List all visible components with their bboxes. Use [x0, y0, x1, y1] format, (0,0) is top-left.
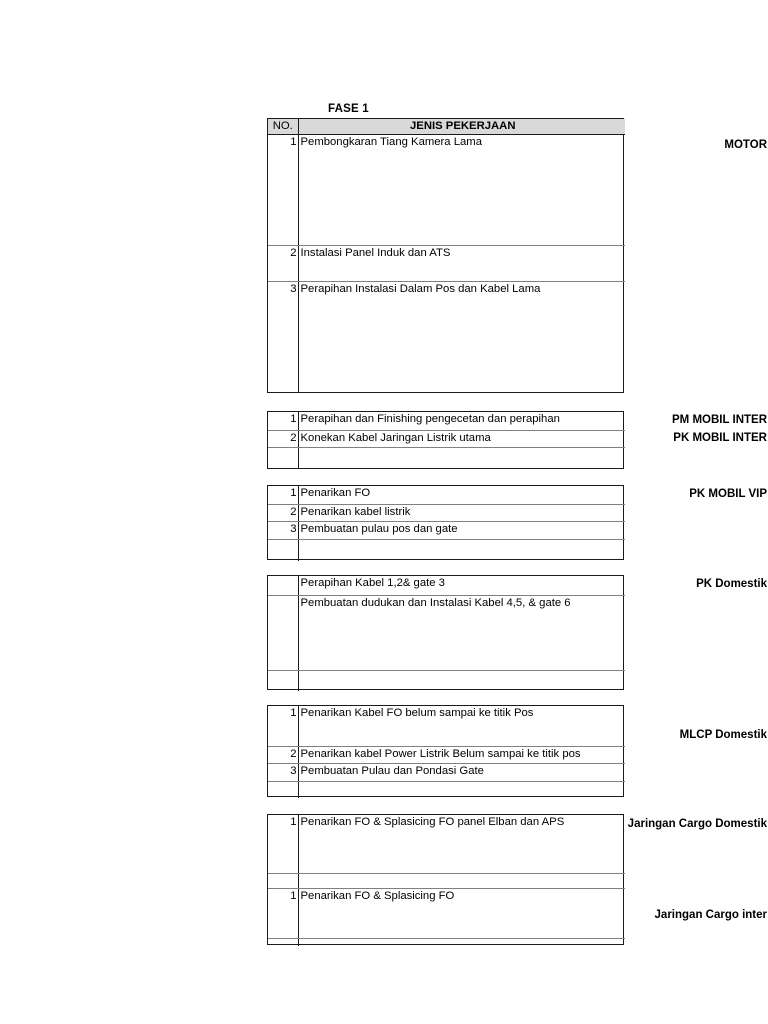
row-job — [297, 669, 625, 691]
row-number: 2 — [268, 745, 299, 764]
table-row[interactable]: 1 Penarikan FO — [268, 486, 625, 505]
row-number — [268, 780, 299, 798]
row-number: 1 — [268, 134, 299, 246]
row-job: Penarikan Kabel FO belum sampai ke titik… — [297, 706, 625, 747]
section-table-pk-mobil-vip: 1 Penarikan FO 2 Penarikan kabel listrik… — [267, 485, 625, 561]
row-job: Pembuatan dudukan dan Instalasi Kabel 4,… — [297, 594, 625, 671]
section-label-jaringan-cargo-domestik: Jaringan Cargo Domestik — [627, 818, 767, 830]
row-job: Penarikan kabel listrik — [297, 503, 625, 522]
table-row[interactable]: 2 Konekan Kabel Jaringan Listrik utama — [268, 429, 625, 448]
header-job: JENIS PEKERJAAN — [297, 119, 625, 135]
section-label-mlcp-domestik: MLCP Domestik — [679, 729, 767, 741]
row-job: Penarikan FO & Splasicing FO — [297, 887, 625, 939]
table-row[interactable]: 1 Penarikan FO & Splasicing FO — [268, 887, 625, 939]
row-job: Penarikan kabel Power Listrik Belum samp… — [297, 745, 625, 764]
row-job — [297, 937, 625, 946]
table-row[interactable] — [268, 780, 625, 798]
row-number: 1 — [268, 815, 299, 874]
row-number: 1 — [268, 486, 299, 505]
table-row[interactable]: Pembuatan dudukan dan Instalasi Kabel 4,… — [268, 594, 625, 671]
table-row[interactable]: 1 Pembongkaran Tiang Kamera Lama — [268, 134, 625, 246]
row-job: Konekan Kabel Jaringan Listrik utama — [297, 429, 625, 448]
row-number — [268, 594, 299, 671]
row-number: 2 — [268, 245, 299, 282]
table-row[interactable]: 2 Penarikan kabel listrik — [268, 503, 625, 522]
table-row[interactable] — [268, 669, 625, 691]
row-job: Pembongkaran Tiang Kamera Lama — [297, 134, 625, 246]
row-number: 2 — [268, 429, 299, 448]
table-row[interactable]: 3 Perapihan Instalasi Dalam Pos dan Kabe… — [268, 281, 625, 393]
table-row[interactable] — [268, 937, 625, 946]
table-header-row: NO. JENIS PEKERJAAN — [268, 119, 625, 135]
table-row[interactable]: 1 Perapihan dan Finishing pengecetan dan… — [268, 412, 625, 431]
row-number: 2 — [268, 503, 299, 522]
section-table-jaringan-cargo: 1 Penarikan FO & Splasicing FO panel Elb… — [267, 814, 625, 946]
table-row[interactable] — [268, 446, 625, 468]
section-table-pk-domestik: Perapihan Kabel 1,2& gate 3 Pembuatan du… — [267, 575, 625, 691]
row-number: 1 — [268, 706, 299, 747]
table-row[interactable]: 3 Pembuatan pulau pos dan gate — [268, 520, 625, 540]
row-job: Instalasi Panel Induk dan ATS — [297, 245, 625, 282]
row-job: Perapihan dan Finishing pengecetan dan p… — [297, 412, 625, 431]
row-job — [297, 780, 625, 798]
table-row[interactable]: 1 Penarikan Kabel FO belum sampai ke tit… — [268, 706, 625, 747]
section-label-pk-mobil-inter: PK MOBIL INTER — [673, 432, 767, 444]
table-row[interactable]: 2 Instalasi Panel Induk dan ATS — [268, 245, 625, 282]
header-no: NO. — [268, 119, 299, 135]
row-number — [268, 669, 299, 691]
section-label-pk-mobil-vip: PK MOBIL VIP — [689, 488, 767, 500]
row-job: Pembuatan Pulau dan Pondasi Gate — [297, 762, 625, 782]
row-number: 3 — [268, 281, 299, 393]
row-number — [268, 576, 299, 596]
row-number: 1 — [268, 887, 299, 939]
row-number: 3 — [268, 762, 299, 782]
row-number — [268, 446, 299, 468]
table-row[interactable] — [268, 538, 625, 561]
row-number — [268, 937, 299, 946]
section-table-mobil-inter: 1 Perapihan dan Finishing pengecetan dan… — [267, 411, 625, 469]
row-job: Perapihan Kabel 1,2& gate 3 — [297, 576, 625, 596]
page-title: FASE 1 — [328, 103, 369, 115]
table-row[interactable] — [268, 872, 625, 889]
section-table-mlcp-domestik: 1 Penarikan Kabel FO belum sampai ke tit… — [267, 705, 625, 798]
row-number: 1 — [268, 412, 299, 431]
row-job: Perapihan Instalasi Dalam Pos dan Kabel … — [297, 281, 625, 393]
row-job: Penarikan FO & Splasicing FO panel Elban… — [297, 815, 625, 874]
row-number — [268, 872, 299, 889]
row-job — [297, 872, 625, 889]
section-label-jaringan-cargo-inter: Jaringan Cargo inter — [654, 909, 767, 921]
table-row[interactable]: Perapihan Kabel 1,2& gate 3 — [268, 576, 625, 596]
section-label-pm-mobil-inter: PM MOBIL INTER — [672, 414, 767, 426]
table-row[interactable]: 1 Penarikan FO & Splasicing FO panel Elb… — [268, 815, 625, 874]
table-row[interactable]: 3 Pembuatan Pulau dan Pondasi Gate — [268, 762, 625, 782]
row-job — [297, 538, 625, 561]
section-label-motor: MOTOR — [724, 139, 767, 151]
row-job: Pembuatan pulau pos dan gate — [297, 520, 625, 540]
row-job — [297, 446, 625, 468]
section-table-motor: NO. JENIS PEKERJAAN 1 Pembongkaran Tiang… — [267, 118, 625, 393]
section-label-pk-domestik: PK Domestik — [696, 578, 767, 590]
row-number — [268, 538, 299, 561]
row-number: 3 — [268, 520, 299, 540]
table-row[interactable]: 2 Penarikan kabel Power Listrik Belum sa… — [268, 745, 625, 764]
row-job: Penarikan FO — [297, 486, 625, 505]
